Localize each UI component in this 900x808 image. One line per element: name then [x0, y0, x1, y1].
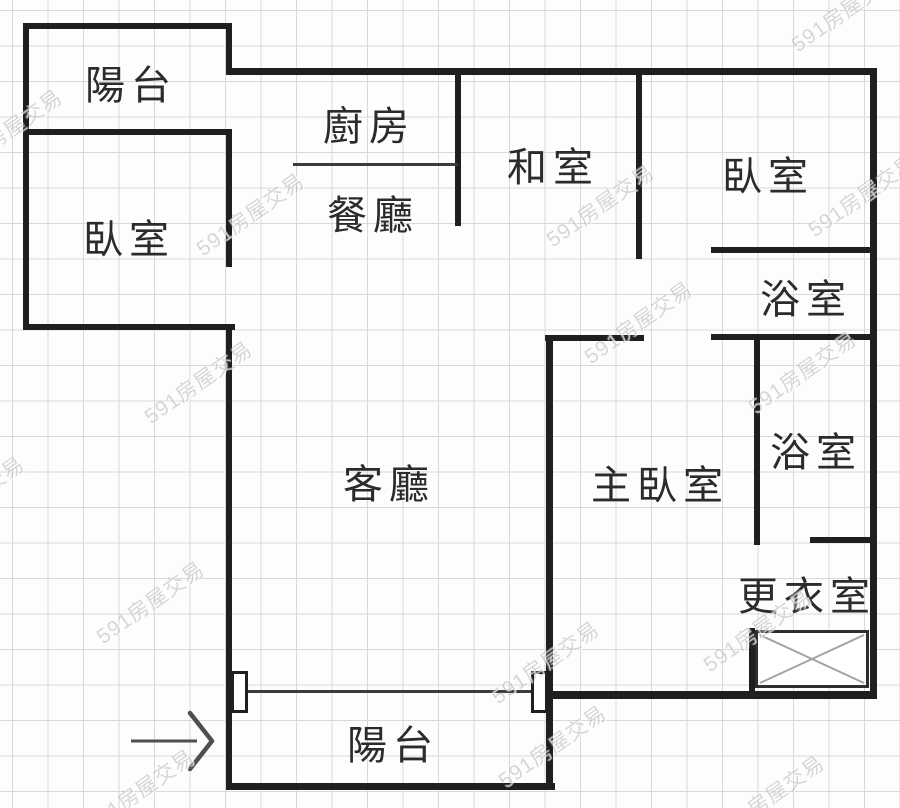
fixture-box [755, 630, 869, 688]
room-label-kitchen: 廚房 [323, 105, 415, 149]
wall-kitchen-right [455, 68, 461, 226]
wall-balcony-top-bottom [23, 129, 232, 135]
door-jamb-left [231, 671, 248, 713]
room-label-bedroom-right: 臥室 [722, 155, 814, 199]
watermark-text: 591房屋交易 [192, 169, 310, 261]
room-label-bath-master: 浴室 [770, 431, 862, 475]
room-label-walkin-closet: 更衣室 [738, 575, 876, 619]
watermark-text: 591房屋交易 [787, 0, 900, 57]
wall-bedroom-left-right [226, 129, 232, 267]
kitchen-counter-line [293, 163, 458, 166]
wall-balcony-top-top [23, 23, 232, 29]
entrance-arrow-icon [131, 710, 215, 772]
wall-left-outer [23, 23, 29, 330]
room-label-bath-top: 浴室 [760, 278, 852, 322]
watermark-text: 591房屋交易 [712, 751, 830, 808]
room-label-balcony-bottom: 陽台 [347, 724, 439, 768]
room-label-bedroom-left: 臥室 [83, 218, 175, 262]
wall-closet-left [749, 628, 755, 696]
watermark-text: 591房屋交易 [804, 150, 900, 242]
watermark-text: 591房屋交易 [92, 557, 210, 649]
watermark-text: 591房屋交易 [82, 745, 200, 808]
balcony-door-track [247, 690, 533, 693]
door-jamb-right [531, 671, 548, 713]
wall-bottom-right-outer [548, 691, 877, 699]
wall-right-outer [870, 68, 877, 699]
wall-balcony-top-right [226, 23, 232, 74]
wall-main-top [226, 68, 877, 75]
watermark-text: 591房屋交易 [140, 337, 258, 429]
watermark-text: 591房屋交易 [0, 452, 30, 544]
cross-marker-icon [759, 634, 865, 684]
wall-master-top [545, 335, 644, 341]
room-label-living-room: 客廳 [343, 463, 435, 507]
room-label-tatami-room: 和室 [507, 146, 599, 190]
wall-bedroom-right-bottom [711, 247, 876, 253]
wall-tatami-right [636, 68, 642, 259]
room-label-master-bedroom: 主臥室 [591, 464, 729, 508]
wall-balcony-bottom-bottom [226, 783, 555, 790]
room-label-dining: 餐廳 [327, 194, 419, 238]
room-label-balcony-top: 陽台 [85, 64, 177, 108]
wall-living-left [226, 324, 232, 786]
wall-bath-master-bottom [810, 537, 876, 543]
wall-bath-top-bottom [711, 334, 876, 340]
watermark-text: 591房屋交易 [580, 277, 698, 369]
wall-bedroom-left-bottom [23, 324, 235, 330]
wall-master-left [546, 335, 553, 786]
wall-bath-master-left [754, 338, 760, 545]
